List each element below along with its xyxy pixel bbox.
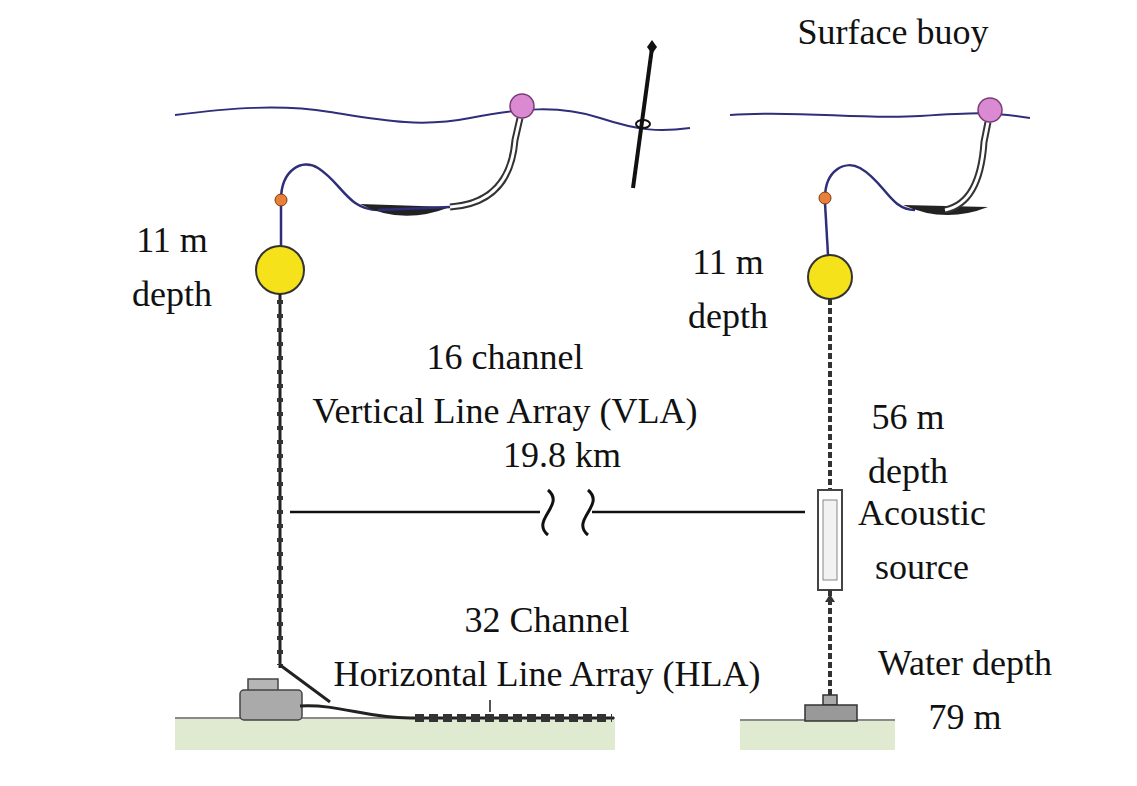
label-text: 19.8 km — [503, 435, 621, 475]
hla-hydrophones — [415, 714, 612, 722]
label-line: 19.8 km — [503, 428, 621, 482]
sea-surface — [175, 108, 690, 130]
surface-buoy — [510, 94, 534, 118]
anchor-top — [823, 695, 837, 705]
label-line: Vertical Line Array (VLA) — [313, 384, 698, 438]
anchor — [805, 705, 857, 721]
shackle — [825, 594, 835, 602]
annotation-label: 11 m depth — [688, 235, 768, 343]
label-text: Vertical Line Array (VLA) — [313, 391, 698, 431]
label-line: depth — [132, 267, 212, 321]
surface-cable — [281, 165, 378, 210]
break-mark — [583, 490, 593, 535]
label-text: 11 m — [136, 220, 208, 260]
seabed — [740, 720, 895, 750]
small-float — [275, 194, 287, 206]
spar-buoy-top — [647, 40, 657, 54]
hla-cable — [300, 706, 614, 718]
annotation-label: 32 Channel Horizontal Line Array (HLA) — [334, 593, 761, 701]
small-float — [819, 192, 831, 204]
buoy-tube — [945, 122, 988, 210]
label-text: depth — [868, 451, 948, 491]
annotation-label: Surface buoy — [798, 5, 989, 59]
label-text: Horizontal Line Array (HLA) — [334, 654, 761, 694]
spar-buoy — [633, 48, 652, 188]
label-text: depth — [132, 274, 212, 314]
mooring-chain — [828, 590, 832, 697]
label-line: source — [858, 540, 986, 594]
spar-collar — [636, 120, 650, 128]
annotation-label: 56 m depth — [868, 390, 948, 498]
mooring-chain — [828, 299, 832, 490]
label-line: 32 Channel — [334, 593, 761, 647]
label-line: Horizontal Line Array (HLA) — [334, 647, 761, 701]
label-text: Water depth — [878, 643, 1052, 683]
annotation-label: 16 channel Vertical Line Array (VLA) — [313, 330, 698, 438]
label-text: 79 m — [928, 697, 1001, 737]
surface-cable — [825, 165, 915, 210]
label-text: 56 m — [871, 397, 944, 437]
annotation-label: Water depth 79 m — [878, 636, 1052, 744]
break-mark — [543, 490, 553, 535]
acoustic-source — [818, 490, 842, 590]
buoy-tube — [945, 122, 988, 210]
surface-cable — [378, 207, 450, 210]
label-text: source — [875, 547, 969, 587]
label-line: Acoustic — [858, 486, 986, 540]
surface-buoy — [978, 98, 1002, 122]
label-line: 11 m — [132, 213, 212, 267]
cable-weight — [360, 204, 450, 216]
label-line: 16 channel — [313, 330, 698, 384]
label-line: Water depth — [878, 636, 1052, 690]
range-line — [592, 511, 805, 514]
label-line: Surface buoy — [798, 5, 989, 59]
annotation-label: Acoustic source — [858, 486, 986, 594]
buoy-tube — [450, 118, 520, 207]
annotation-label: 11 m depth — [132, 213, 212, 321]
vla-hydrophones — [277, 300, 283, 665]
subsurface-float — [256, 246, 304, 294]
label-text: Acoustic — [858, 493, 986, 533]
label-text: depth — [688, 296, 768, 336]
label-line: depth — [868, 444, 948, 498]
riser-line — [825, 203, 828, 255]
label-line: 56 m — [868, 390, 948, 444]
label-text: 16 channel — [427, 337, 584, 377]
acoustic-source-core — [823, 500, 837, 580]
marker — [489, 700, 491, 712]
buoy-tube — [450, 118, 520, 207]
label-line: 11 m — [688, 235, 768, 289]
label-text: 11 m — [692, 242, 764, 282]
vla-cable — [279, 294, 282, 668]
label-line: 79 m — [878, 690, 1052, 744]
annotation-label: 19.8 km — [503, 428, 621, 482]
riser-line — [280, 205, 283, 247]
range-line — [290, 511, 540, 514]
label-text: Surface buoy — [798, 12, 989, 52]
label-text: 32 Channel — [465, 600, 630, 640]
subsurface-float — [808, 255, 852, 299]
seabed — [175, 718, 615, 750]
label-line: depth — [688, 289, 768, 343]
lander — [240, 690, 302, 720]
